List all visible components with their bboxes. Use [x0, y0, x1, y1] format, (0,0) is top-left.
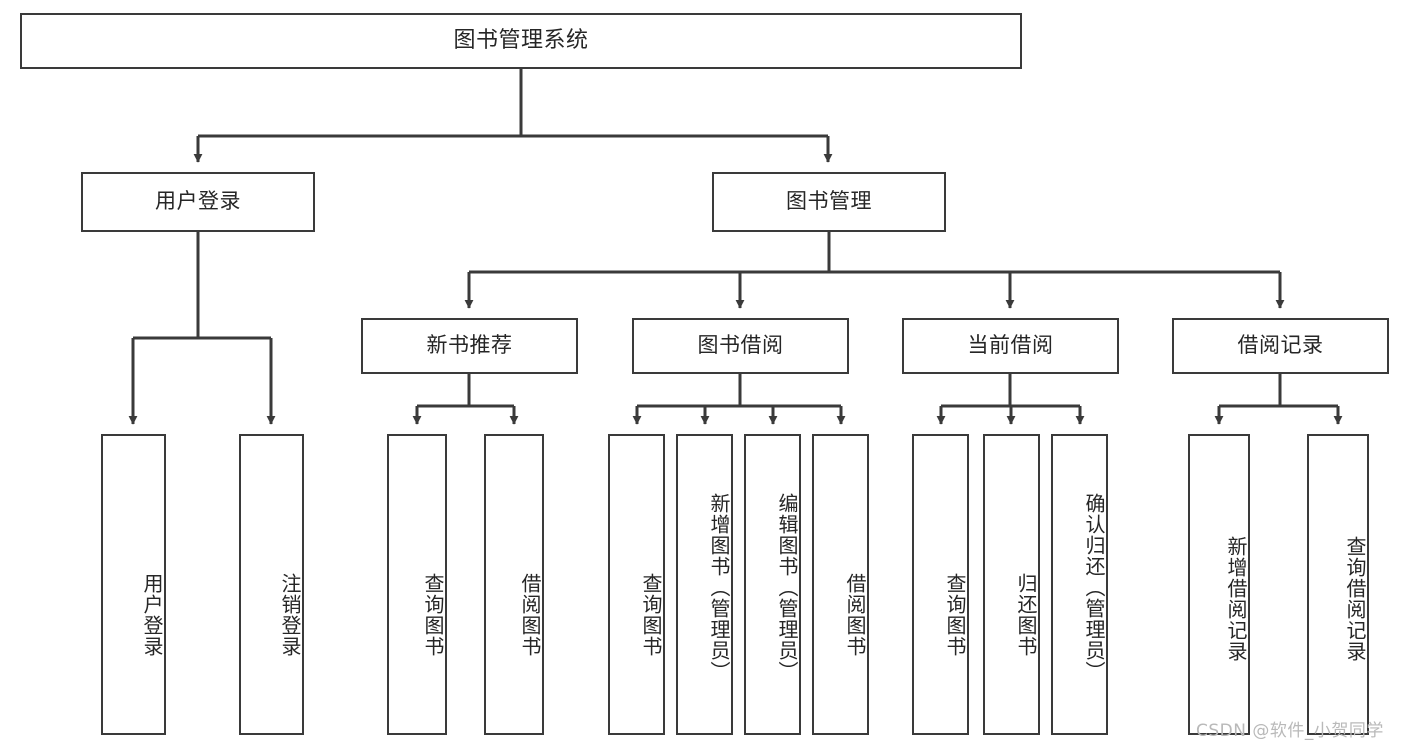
node-label: 查询图书 [943, 572, 967, 657]
leaf-borrow-book-recommend[interactable]: 借阅图书 [484, 434, 544, 735]
leaf-borrow-book[interactable]: 借阅图书 [812, 434, 869, 735]
node-label: 图书管理 [786, 189, 872, 214]
node-label: 用户登录 [140, 572, 164, 657]
node-label: 图书管理系统 [453, 27, 589, 53]
leaf-return-book[interactable]: 归还图书 [983, 434, 1040, 735]
leaf-add-borrow-record[interactable]: 新增借阅记录 [1188, 434, 1250, 735]
node-label: 查询借阅记录 [1343, 535, 1367, 662]
leaf-query-book-current[interactable]: 查询图书 [912, 434, 969, 735]
leaf-query-book-borrow[interactable]: 查询图书 [608, 434, 665, 735]
node-label: 借阅图书 [843, 572, 867, 657]
node-borrow-record[interactable]: 借阅记录 [1172, 318, 1389, 374]
borrow-record-to-leaves-connectors [1214, 374, 1343, 425]
node-root-system[interactable]: 图书管理系统 [20, 13, 1022, 69]
root-to-level1-connectors [193, 69, 833, 163]
current-borrow-to-leaves-connectors [936, 374, 1085, 425]
book-mgmt-to-level2-connectors [464, 232, 1285, 309]
leaf-query-book-recommend[interactable]: 查询图书 [387, 434, 447, 735]
node-book-borrow[interactable]: 图书借阅 [632, 318, 849, 374]
node-label: 新书推荐 [426, 333, 513, 358]
node-label: 注销登录 [278, 572, 302, 657]
leaf-confirm-return-admin[interactable]: 确认归还（管理员） [1051, 434, 1108, 735]
leaf-add-book-admin[interactable]: 新增图书（管理员） [676, 434, 733, 735]
node-label: 用户登录 [155, 189, 241, 214]
leaf-logout[interactable]: 注销登录 [239, 434, 304, 735]
leaf-edit-book-admin[interactable]: 编辑图书（管理员） [744, 434, 801, 735]
node-label: 归还图书 [1014, 572, 1038, 657]
node-label: 确认归还（管理员） [1082, 493, 1106, 682]
node-label: 查询图书 [421, 572, 445, 657]
node-label: 新增图书（管理员） [707, 493, 731, 682]
borrow-book-to-leaves-connectors [632, 374, 846, 425]
leaf-user-login[interactable]: 用户登录 [101, 434, 166, 735]
csdn-watermark: CSDN @软件_小贺同学 [1196, 721, 1384, 741]
node-label: 图书借阅 [697, 333, 784, 358]
node-label: 编辑图书（管理员） [775, 493, 799, 682]
node-user-login[interactable]: 用户登录 [81, 172, 315, 232]
node-book-management[interactable]: 图书管理 [712, 172, 946, 232]
node-new-book-recommend[interactable]: 新书推荐 [361, 318, 578, 374]
node-label: 查询图书 [639, 572, 663, 657]
node-current-borrow[interactable]: 当前借阅 [902, 318, 1119, 374]
user-login-to-leaves-connectors [128, 232, 276, 425]
new-book-to-leaves-connectors [412, 374, 519, 425]
node-label: 当前借阅 [967, 333, 1054, 358]
leaf-query-borrow-record[interactable]: 查询借阅记录 [1307, 434, 1369, 735]
node-label: 借阅图书 [518, 572, 542, 657]
node-label: 借阅记录 [1237, 333, 1324, 358]
node-label: 新增借阅记录 [1224, 535, 1248, 662]
